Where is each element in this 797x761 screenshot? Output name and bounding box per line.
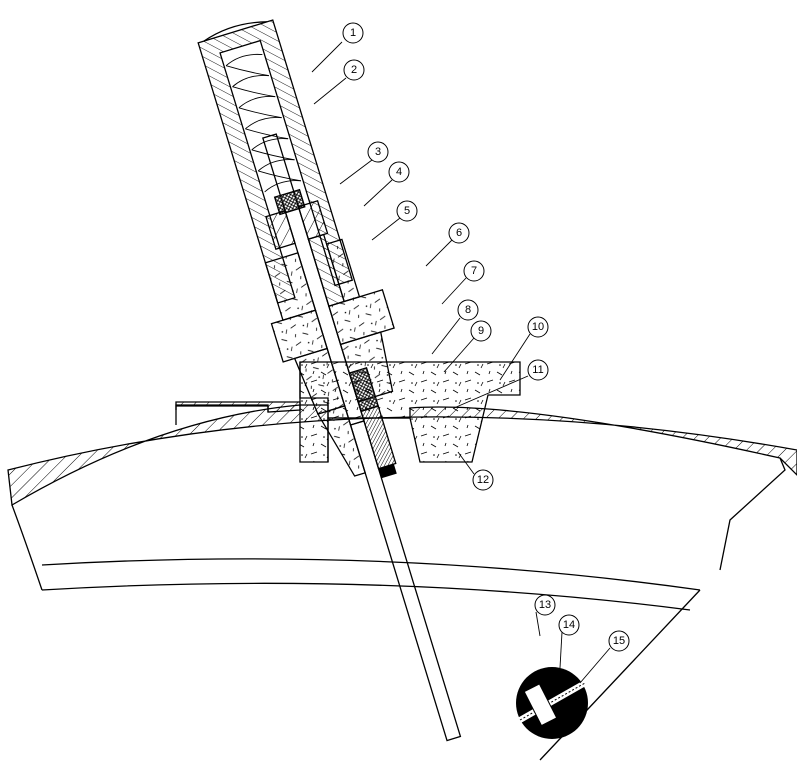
callout-5: 5	[396, 200, 418, 222]
leader-lines	[311, 41, 611, 684]
svg-text:12: 12	[477, 474, 489, 486]
svg-text:9: 9	[478, 325, 484, 337]
callout-12: 12	[472, 469, 494, 491]
callout-8: 8	[457, 299, 479, 321]
svg-text:6: 6	[456, 227, 462, 239]
svg-text:1: 1	[350, 27, 356, 39]
svg-text:4: 4	[396, 166, 402, 178]
callout-2: 2	[343, 59, 365, 81]
vessel-wall	[7, 401, 797, 761]
svg-text:11: 11	[532, 364, 543, 376]
callout-10: 10	[527, 316, 549, 338]
callout-4: 4	[388, 161, 410, 183]
sensor-assembly	[197, 19, 462, 742]
callout-1: 1	[342, 22, 364, 44]
svg-text:14: 14	[563, 619, 575, 631]
svg-text:13: 13	[539, 599, 551, 611]
spring	[225, 53, 302, 193]
callout-14: 14	[558, 614, 580, 636]
callout-15: 15	[608, 630, 630, 652]
callout-9: 9	[470, 320, 492, 342]
callout-13: 13	[534, 594, 556, 616]
ball-end	[516, 667, 588, 739]
svg-text:10: 10	[532, 321, 544, 333]
svg-text:15: 15	[613, 635, 625, 647]
svg-text:3: 3	[375, 146, 381, 158]
svg-text:8: 8	[465, 304, 471, 316]
callout-balloons: 1 2 3 4 5 6 7 8 9 10 11 12 13 14 15	[342, 22, 630, 652]
callout-3: 3	[367, 141, 389, 163]
svg-text:7: 7	[471, 265, 477, 277]
callout-6: 6	[448, 222, 470, 244]
callout-7: 7	[463, 260, 485, 282]
svg-text:5: 5	[404, 205, 410, 217]
callout-11: 11	[527, 359, 549, 381]
svg-text:2: 2	[351, 64, 357, 76]
